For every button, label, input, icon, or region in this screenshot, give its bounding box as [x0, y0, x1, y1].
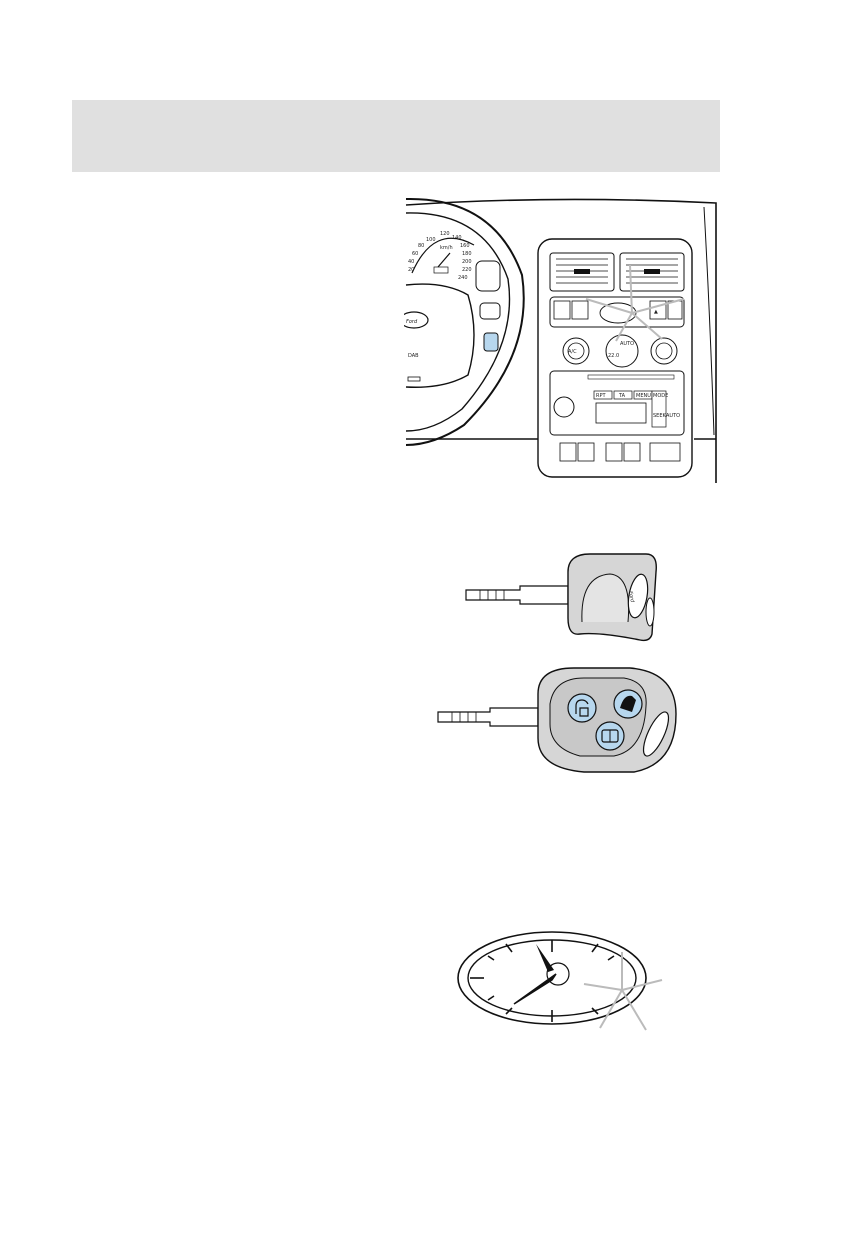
speedo-tick-220: 220 — [462, 267, 472, 273]
speedo-tick-180: 180 — [462, 251, 472, 257]
svg-text:▲: ▲ — [654, 309, 658, 315]
clock-icon — [454, 928, 664, 1038]
speedo-tick-140: 140 — [452, 235, 462, 241]
speedo-tick-100: 100 — [426, 237, 436, 243]
climate-ac-label: A/C — [568, 349, 577, 355]
radio-btn-ta: TA — [618, 393, 626, 399]
speedo-tick-200: 200 — [462, 259, 472, 265]
ford-key-icon: Ford — [460, 552, 660, 644]
climate-temp: 22.0 — [608, 353, 619, 359]
dashboard-illustration: Ford DAB 100 120 140 160 180 200 220 240… — [404, 195, 720, 483]
speedo-tick-120: 120 — [440, 231, 450, 237]
speedo-tick-240: 240 — [458, 275, 468, 281]
centre-console: ▲ A/C 22.0 AUTO RPT — [537, 238, 693, 478]
svg-text:Ford: Ford — [627, 591, 635, 604]
svg-text:Ford: Ford — [406, 319, 418, 325]
radio-btn-mode: MODE — [653, 393, 668, 399]
climate-auto-label: AUTO — [620, 341, 634, 347]
radio-btn-menu: MENU — [636, 393, 651, 399]
radio-btn-auto: AUTO — [666, 413, 680, 419]
speedometer: 100 120 140 160 180 200 220 240 80 60 40… — [408, 231, 475, 281]
section-header-band — [72, 100, 720, 172]
radio-btn-seek: SEEK — [653, 413, 666, 419]
steering-wheel: Ford DAB — [404, 197, 525, 446]
radio-btn-rpt: RPT — [596, 393, 606, 399]
speedo-tick-40: 40 — [408, 259, 414, 265]
speed-unit: km/h — [440, 245, 453, 251]
speedo-tick-80: 80 — [418, 243, 424, 249]
speedo-tick-160: 160 — [460, 243, 470, 249]
speedo-tick-20: 20 — [408, 267, 414, 273]
speedo-tick-60: 60 — [412, 251, 418, 257]
steering-badge: DAB — [408, 353, 419, 359]
highlighted-control — [483, 332, 499, 352]
remote-key-fob-icon — [434, 664, 682, 776]
